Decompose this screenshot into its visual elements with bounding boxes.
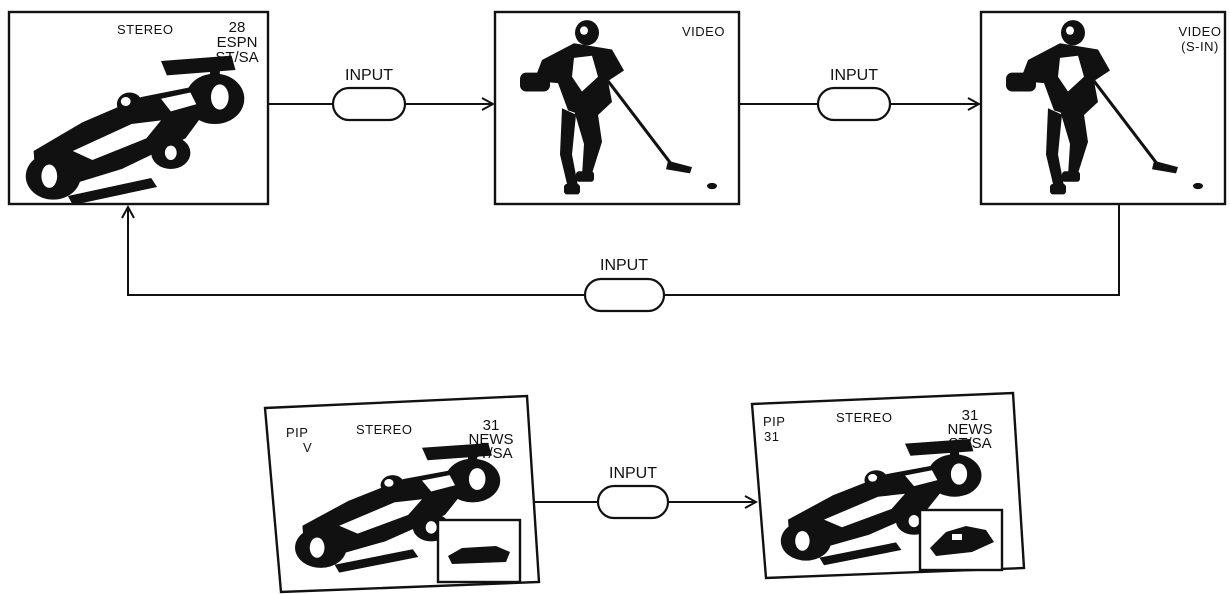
screen1-channel-name: ESPN xyxy=(217,34,258,51)
screen3-video-label: VIDEO xyxy=(1179,24,1222,39)
input-label: INPUT xyxy=(609,465,657,482)
input-label: INPUT xyxy=(345,67,393,84)
screen-pip-31: PIP 31 STEREO 31 NEWS ST/SA xyxy=(750,391,1026,580)
screen5-sound-mode: ST/SA xyxy=(948,435,991,452)
input-button-feedback[interactable]: INPUT xyxy=(583,257,666,313)
input-button-top-left[interactable]: INPUT xyxy=(331,67,407,122)
pip-window-icon xyxy=(436,518,522,584)
screen1-stereo-label: STEREO xyxy=(117,22,173,37)
screen5-pip-source: 31 xyxy=(764,429,779,444)
input-button-top-right[interactable]: INPUT xyxy=(816,67,892,122)
input-label: INPUT xyxy=(830,67,878,84)
screen-pip-v: PIP V STEREO 31 NEWS ST/SA xyxy=(263,394,541,594)
screen5-stereo-label: STEREO xyxy=(836,410,892,425)
input-label: INPUT xyxy=(600,257,648,274)
screen4-channel-name: NEWS xyxy=(469,431,514,448)
pip-window-icon xyxy=(918,508,1004,572)
screen3-s-in-label: (S-IN) xyxy=(1181,39,1219,54)
screen4-pip-label: PIP xyxy=(286,425,308,440)
screen4-pip-source: V xyxy=(303,440,312,455)
screen1-sound-mode: ST/SA xyxy=(215,49,258,66)
screen4-sound-mode: ST/SA xyxy=(469,445,512,462)
screen1-channel-number: 28 xyxy=(229,19,246,36)
screen5-channel-name: NEWS xyxy=(948,421,993,438)
screen5-pip-label: PIP xyxy=(763,414,785,429)
screen-stereo-espn: STEREO 28 ESPN ST/SA xyxy=(7,10,270,206)
screen2-video-label: VIDEO xyxy=(682,24,725,39)
screen-video-s-in: VIDEO (S-IN) xyxy=(979,10,1227,206)
screen-video: VIDEO xyxy=(493,10,741,206)
input-button-bottom[interactable]: INPUT xyxy=(596,465,670,520)
screen4-channel-number: 31 xyxy=(483,417,500,434)
screen5-channel-number: 31 xyxy=(962,407,979,424)
screen4-stereo-label: STEREO xyxy=(356,422,412,437)
